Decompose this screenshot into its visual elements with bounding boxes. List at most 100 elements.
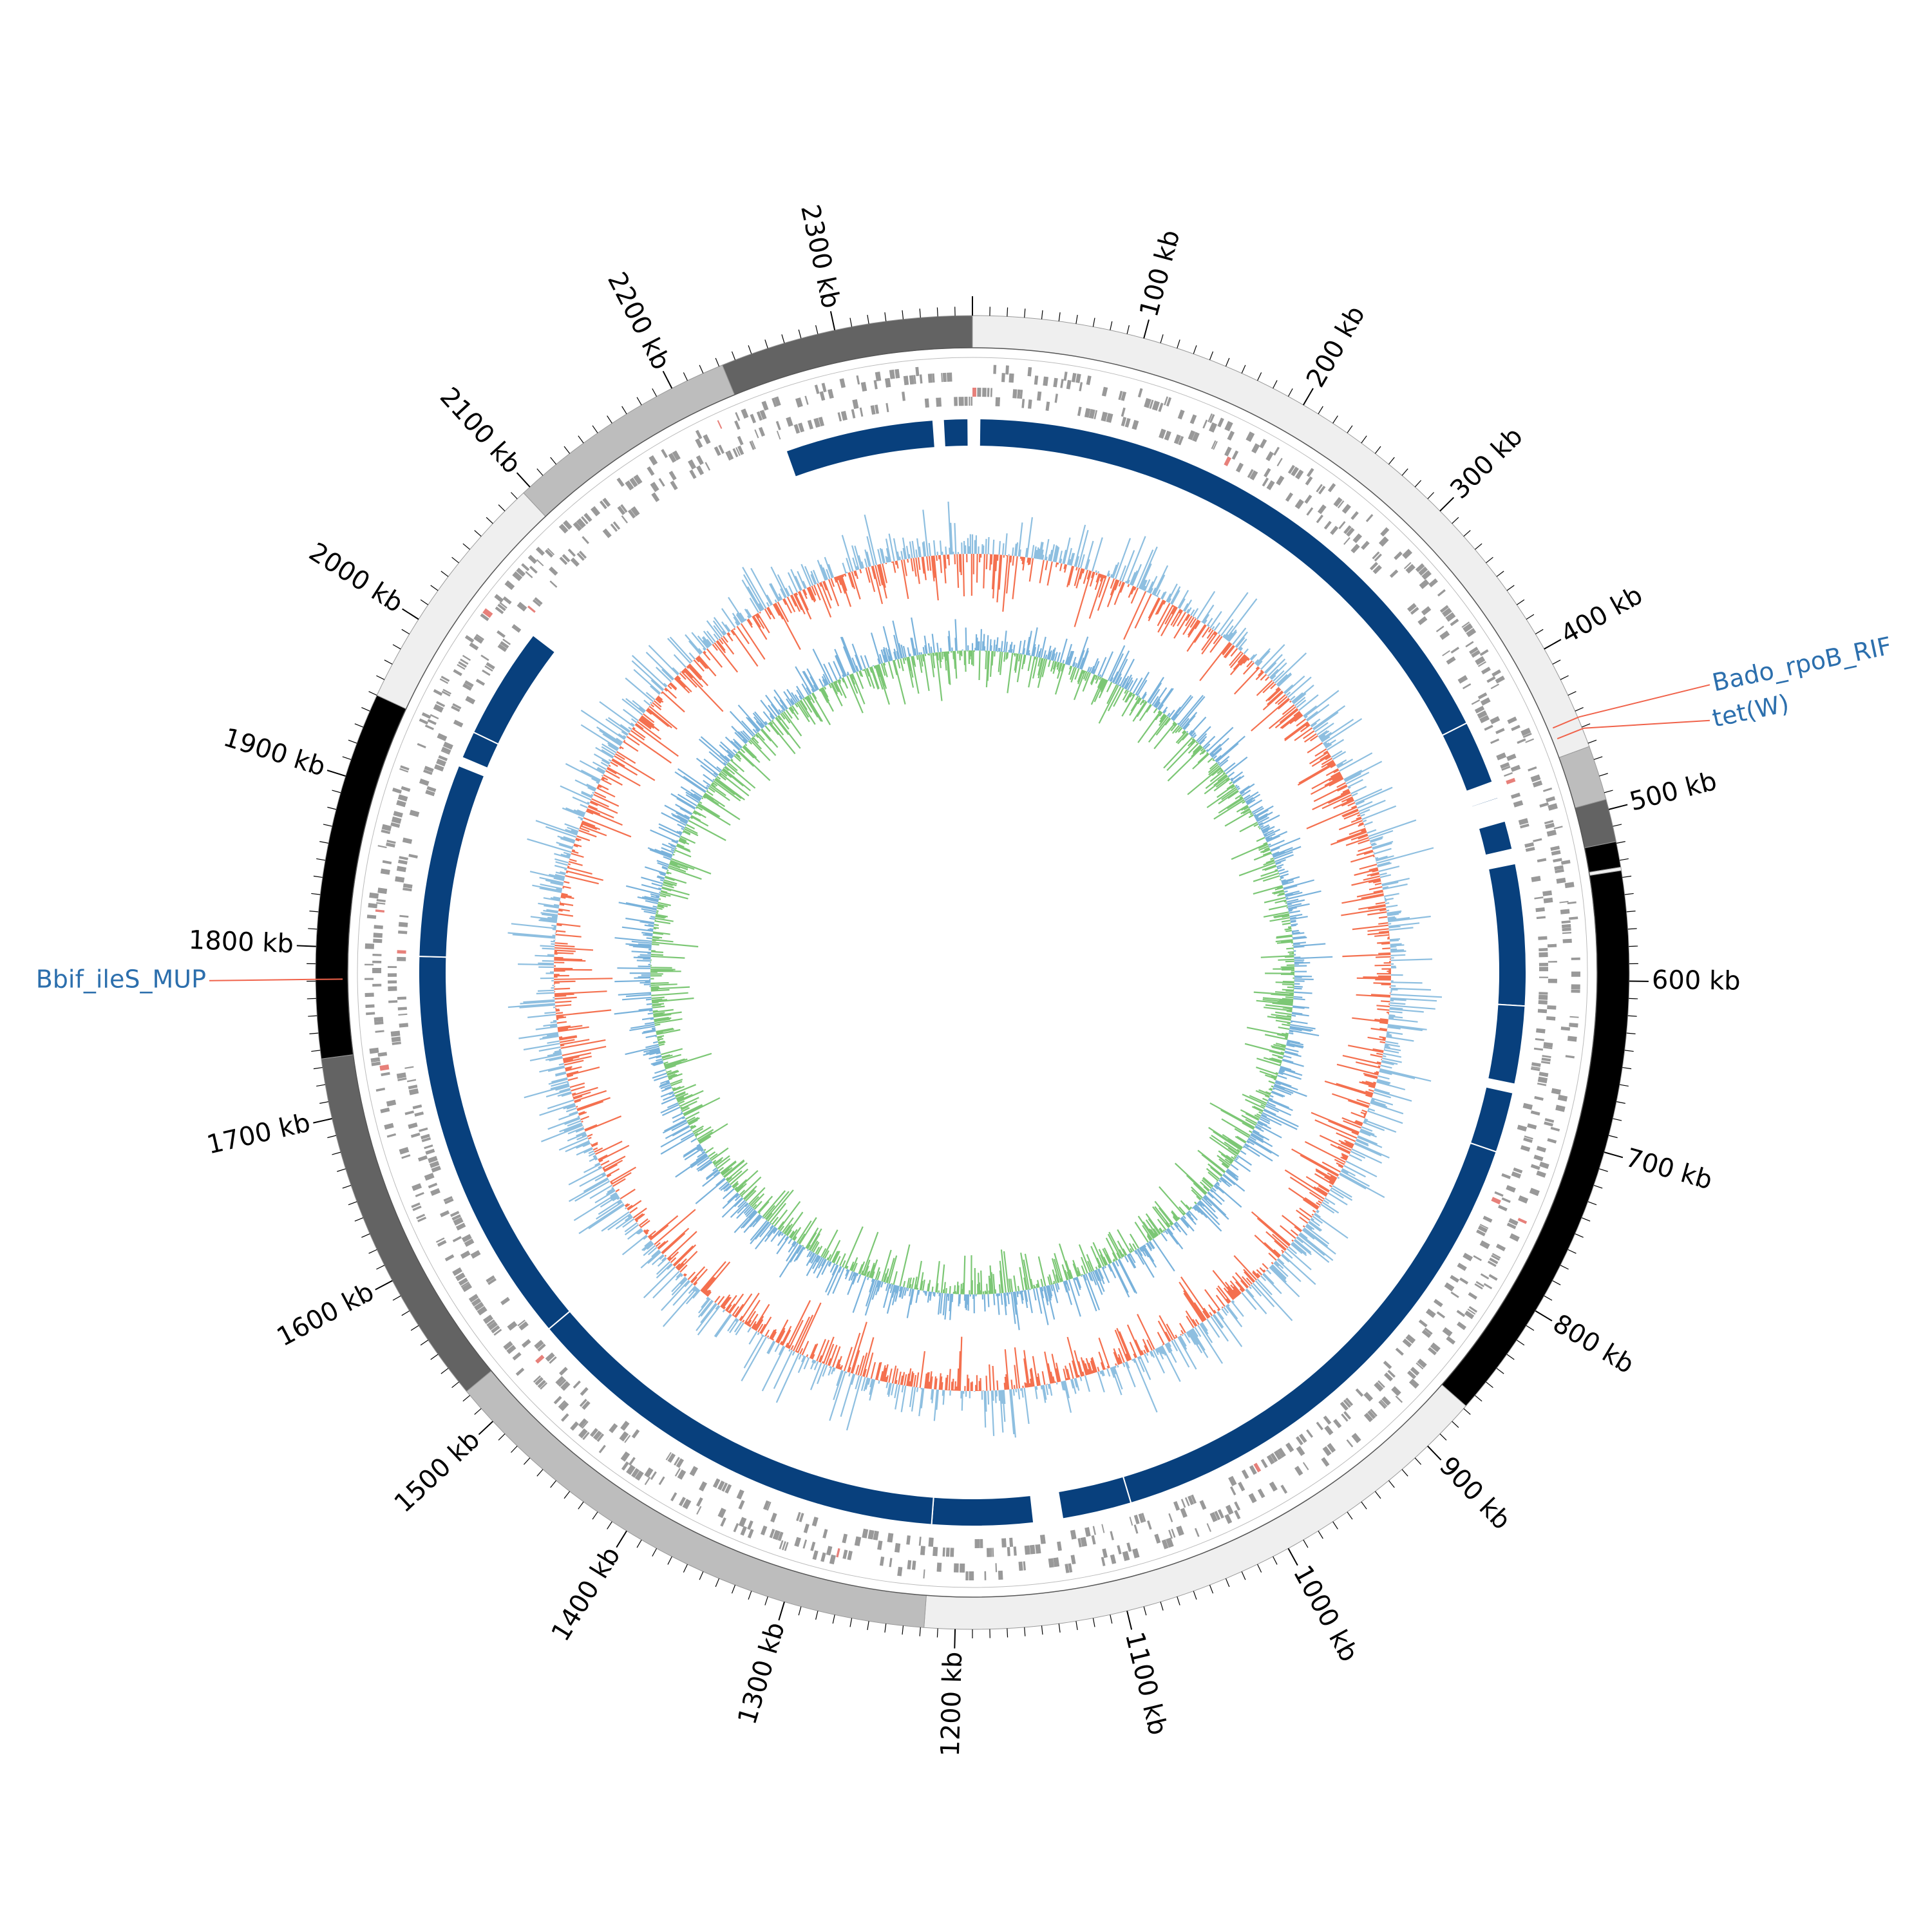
cds-feature	[1306, 507, 1314, 516]
cds-feature	[836, 1548, 840, 1558]
cds-feature	[540, 1382, 548, 1390]
cds-track	[357, 357, 1588, 1588]
cds-feature	[1569, 916, 1578, 920]
cds-feature	[545, 1352, 555, 1362]
cds-feature	[374, 925, 383, 929]
cds-feature	[942, 372, 947, 383]
cds-feature	[821, 383, 827, 393]
cds-feature	[438, 755, 448, 762]
cds-feature	[397, 1077, 407, 1081]
cds-feature	[1378, 1400, 1387, 1409]
cds-feature	[1191, 1494, 1197, 1504]
gene-label-1: Bado_rpoB_RIF	[1710, 631, 1894, 697]
cds-feature	[1161, 1539, 1169, 1549]
cds-feature	[1316, 515, 1323, 524]
cds-feature	[628, 1457, 636, 1466]
cds-feature	[1387, 1370, 1396, 1378]
cds-feature	[1094, 410, 1097, 419]
minor-tick	[311, 1050, 321, 1052]
minor-tick	[1414, 480, 1422, 488]
cds-feature	[747, 1520, 753, 1530]
cds-feature	[388, 986, 397, 991]
cds-feature	[741, 408, 749, 419]
cds-feature	[625, 480, 634, 491]
minor-tick	[498, 1434, 506, 1441]
cds-feature	[1525, 847, 1535, 852]
cds-feature	[381, 829, 391, 835]
alignment-block-11	[1057, 1475, 1132, 1520]
cds-feature	[842, 1533, 848, 1544]
cds-feature	[1511, 1171, 1522, 1179]
cds-feature	[665, 1452, 672, 1461]
cds-feature	[1224, 1513, 1233, 1524]
cds-feature	[381, 824, 392, 831]
cds-feature	[695, 438, 703, 448]
minor-tick	[462, 1395, 470, 1402]
minor-tick	[401, 629, 410, 635]
cds-feature	[884, 377, 891, 388]
cds-feature	[658, 1476, 665, 1486]
cds-feature	[502, 638, 511, 645]
cds-feature	[415, 1191, 424, 1197]
cds-feature	[488, 1321, 498, 1331]
cds-feature	[859, 407, 864, 417]
cds-feature	[453, 1217, 464, 1226]
cds-feature	[1475, 1281, 1484, 1287]
cds-feature	[870, 405, 876, 415]
cds-feature	[431, 1166, 441, 1173]
cds-feature	[602, 528, 612, 538]
cds-feature	[1437, 589, 1446, 597]
minor-tick	[1526, 614, 1535, 620]
contig-9	[321, 1054, 492, 1392]
cds-feature	[717, 1480, 725, 1491]
cds-feature	[1209, 1511, 1218, 1522]
cds-feature	[867, 1530, 875, 1540]
cds-feature	[421, 1137, 431, 1142]
cds-feature	[464, 635, 475, 643]
major-tick	[1544, 639, 1562, 650]
minor-tick	[1361, 1501, 1367, 1510]
cds-feature	[1506, 1185, 1516, 1193]
minor-tick	[1007, 307, 1009, 317]
minor-tick	[1567, 691, 1577, 696]
cds-feature	[945, 1548, 950, 1557]
minor-tick	[1496, 1368, 1504, 1374]
minor-tick	[1414, 1457, 1422, 1465]
cds-feature	[624, 1435, 631, 1443]
tick-label-1600kb: 1600 kb	[272, 1277, 379, 1352]
cds-feature	[1442, 607, 1452, 618]
minor-tick	[1560, 675, 1569, 680]
gene-marker-leader-line	[1583, 719, 1710, 729]
cds-feature	[1054, 393, 1058, 403]
cds-feature	[399, 768, 409, 773]
minor-tick	[420, 599, 429, 605]
cds-feature	[527, 605, 536, 613]
cds-feature	[814, 384, 820, 394]
cds-feature	[1491, 1197, 1501, 1205]
cds-feature	[1231, 450, 1239, 460]
cds-feature	[720, 1517, 726, 1527]
cds-feature	[417, 1217, 427, 1222]
cds-feature	[372, 954, 382, 956]
minor-tick	[1361, 435, 1367, 444]
cds-feature	[667, 1453, 676, 1463]
cds-feature	[365, 978, 374, 980]
cds-feature	[365, 943, 375, 949]
minor-tick	[1401, 468, 1408, 476]
cds-feature	[906, 1535, 911, 1545]
cds-feature	[388, 973, 397, 977]
cds-feature	[512, 571, 523, 582]
cds-feature	[582, 1401, 591, 1410]
minor-tick	[368, 691, 377, 696]
cds-feature	[1154, 1533, 1161, 1544]
cds-feature	[918, 1537, 922, 1546]
cds-feature	[1551, 850, 1561, 856]
cds-feature	[717, 1508, 726, 1519]
cds-feature	[1536, 1028, 1546, 1034]
minor-tick	[361, 1233, 370, 1238]
cds-feature	[1465, 641, 1474, 648]
minor-tick	[511, 492, 518, 500]
cds-feature	[412, 1183, 422, 1191]
cds-feature	[1477, 710, 1488, 719]
cds-feature	[1066, 379, 1072, 390]
